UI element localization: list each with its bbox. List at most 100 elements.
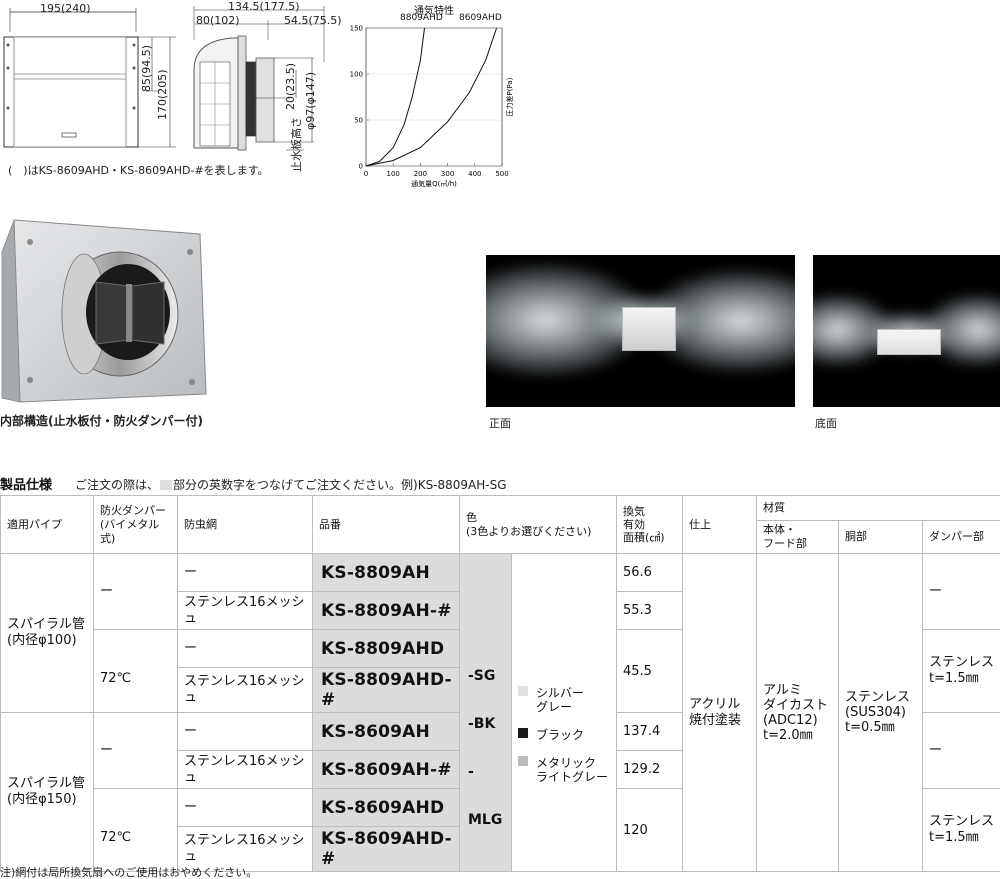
model-cell: KS-8809AHD <box>312 629 460 668</box>
internal-structure-photo <box>1 219 207 403</box>
bottom-smoke-photo <box>813 255 1000 407</box>
spec-intro: ご注文の際は、部分の英数字をつなげてご注文ください。例)KS-8809AH-SG <box>75 478 507 492</box>
ventilation-chart: 0 100 200 300 400 500 0 50 100 150 通気量Q(㎥/h) 圧力差P(P… <box>350 25 514 188</box>
damper-none-cell: ー <box>93 712 178 789</box>
header-material: 材質 <box>755 495 1000 521</box>
net-cell: ー <box>177 788 313 827</box>
pipe-100-cell: スパイラル管 (内径φ100) <box>0 553 94 713</box>
spec-title: 製品仕様 <box>0 478 53 493</box>
header-color: 色 (3色よりお選びください) <box>459 495 617 554</box>
spec-table: 適用パイプ 防火ダンパー (バイメタル式) 防虫網 品番 色 (3色よりお選びく… <box>0 495 1000 872</box>
x-tick-label: 400 <box>468 170 481 178</box>
header-finish: 仕上 <box>682 495 757 554</box>
y-tick-label: 150 <box>350 25 363 33</box>
color-black: ブラック <box>518 727 610 742</box>
area-cell: 120 <box>616 788 683 872</box>
dim-width-total: 195(240) <box>40 2 91 15</box>
dim-pipe-length: 54.5(75.5) <box>284 14 342 27</box>
chart-title: 通気特性 <box>414 6 454 17</box>
model-cell: KS-8809AHD-# <box>312 667 460 713</box>
header-damper-part: ダンパー部 <box>921 520 1000 554</box>
finish-cell: アクリル 焼付塗装 <box>682 553 757 872</box>
damper-part-cell: ー <box>921 712 1000 789</box>
header-area: 換気 有効 面積(㎠) <box>616 495 683 554</box>
color-code-mlg: -MLG <box>468 763 503 828</box>
model-cell: KS-8609AHD-# <box>312 826 460 872</box>
highlight-swatch <box>160 480 173 490</box>
x-tick-label: 0 <box>364 170 368 178</box>
caption-front: 正面 <box>489 417 511 430</box>
model-cell: KS-8609AH-# <box>312 750 460 789</box>
header-net: 防虫網 <box>177 495 313 554</box>
header-body: 本体・ フード部 <box>756 520 839 554</box>
swatch-metallic <box>518 755 528 766</box>
dim-height-upper: 85(94.5) <box>140 44 153 92</box>
dim-height-total: 170(205) <box>156 69 169 120</box>
waterstop-label: 止水板高さ <box>290 117 303 172</box>
net-cell: ステンレス16メッシュ <box>177 667 313 713</box>
net-cell: ステンレス16メッシュ <box>177 826 313 872</box>
x-axis-label: 通気量Q(㎥/h) <box>411 179 457 187</box>
y-tick-label: 50 <box>354 117 363 125</box>
swatch-silver <box>518 685 528 696</box>
table-row: 72℃ ー KS-8809AHD 45.5 ステンレス t=1.5㎜ <box>1 629 1000 713</box>
area-cell: 129.2 <box>616 750 683 789</box>
area-cell: 56.6 <box>616 553 683 592</box>
table-row: ステンレス16メッシュ KS-8809AHD-# <box>1 667 1000 713</box>
model-cell: KS-8609AHD <box>312 788 460 827</box>
x-tick-label: 200 <box>414 170 427 178</box>
side-view-drawing <box>193 6 325 151</box>
color-code-bk: -BK <box>468 715 496 732</box>
pipe-150-cell: スパイラル管 (内径φ150) <box>0 712 94 872</box>
footnote: 注)網付は局所換気扇へのご使用はおやめください。 <box>0 866 258 879</box>
dim-pipe-offset: 20(23.5) <box>284 62 297 110</box>
table-row: ステンレス16メッシュ KS-8609AHD-# <box>1 826 1000 872</box>
net-cell: ステンレス16メッシュ <box>177 750 313 789</box>
header-damper: 防火ダンパー (バイメタル式) <box>93 495 178 554</box>
swatch-black <box>518 727 528 738</box>
header-pipe: 適用パイプ <box>0 495 94 554</box>
color-names-cell: シルバー グレー ブラック メタリック ライトグレー <box>511 553 617 872</box>
dim-hood-depth: 80(102) <box>196 14 240 27</box>
table-row: ステンレス16メッシュ KS-8809AH-# 55.3 <box>1 591 1000 630</box>
damper-part-cell: ステンレス t=1.5㎜ <box>921 629 1000 713</box>
x-tick-label: 100 <box>387 170 400 178</box>
color-codes-cell: -SG -BK -MLG <box>459 553 512 872</box>
area-cell: 55.3 <box>616 591 683 630</box>
series-line-8809AHD <box>365 27 425 167</box>
area-cell: 45.5 <box>616 629 683 713</box>
body-material-cell: アルミ ダイカスト (ADC12) t=2.0㎜ <box>756 553 839 872</box>
front-smoke-photo <box>486 255 795 407</box>
y-tick-label: 100 <box>350 71 363 79</box>
damper-none-cell: ー <box>93 553 178 630</box>
net-cell: ー <box>177 629 313 668</box>
net-cell: ステンレス16メッシュ <box>177 591 313 630</box>
model-cell: KS-8809AH-# <box>312 591 460 630</box>
area-cell: 137.4 <box>616 712 683 751</box>
series-line-8609AHD <box>365 27 498 167</box>
caption-bottom: 底面 <box>815 417 837 430</box>
legend-8609: 8609AHD <box>459 13 502 23</box>
plot-frame <box>365 27 503 167</box>
header-torso: 胴部 <box>838 520 923 554</box>
dim-hood-depth-total: 134.5(177.5) <box>228 0 300 13</box>
damper-72-cell: 72℃ <box>93 788 178 872</box>
table-row: スパイラル管 (内径φ100) ー ー KS-8809AH -SG -BK -M… <box>0 553 1000 872</box>
color-silver: シルバー グレー <box>518 685 610 714</box>
table-row: ステンレス16メッシュ KS-8609AH-# 129.2 <box>1 750 1000 789</box>
net-cell: ー <box>177 712 313 751</box>
net-cell: ー <box>177 553 313 592</box>
table-row: スパイラル管 (内径φ150) ー ー KS-8609AH 137.4 ー <box>0 712 1000 872</box>
y-tick-label: 0 <box>359 163 363 171</box>
model-cell: KS-8609AH <box>312 712 460 751</box>
dimension-note: ( )はKS-8609AHD・KS-8609AHD-#を表します。 <box>8 164 269 177</box>
torso-material-cell: ステンレス (SUS304) t=0.5㎜ <box>838 553 923 872</box>
model-cell: KS-8809AH <box>312 553 460 592</box>
x-tick-label: 500 <box>495 170 508 178</box>
legend-8809: 8809AHD <box>400 13 443 23</box>
x-tick-label: 300 <box>441 170 454 178</box>
front-view-drawing <box>3 8 176 148</box>
damper-72-cell: 72℃ <box>93 629 178 713</box>
y-axis-label: 圧力差P(Pa) <box>505 77 514 116</box>
color-metallic: メタリック ライトグレー <box>518 755 610 784</box>
